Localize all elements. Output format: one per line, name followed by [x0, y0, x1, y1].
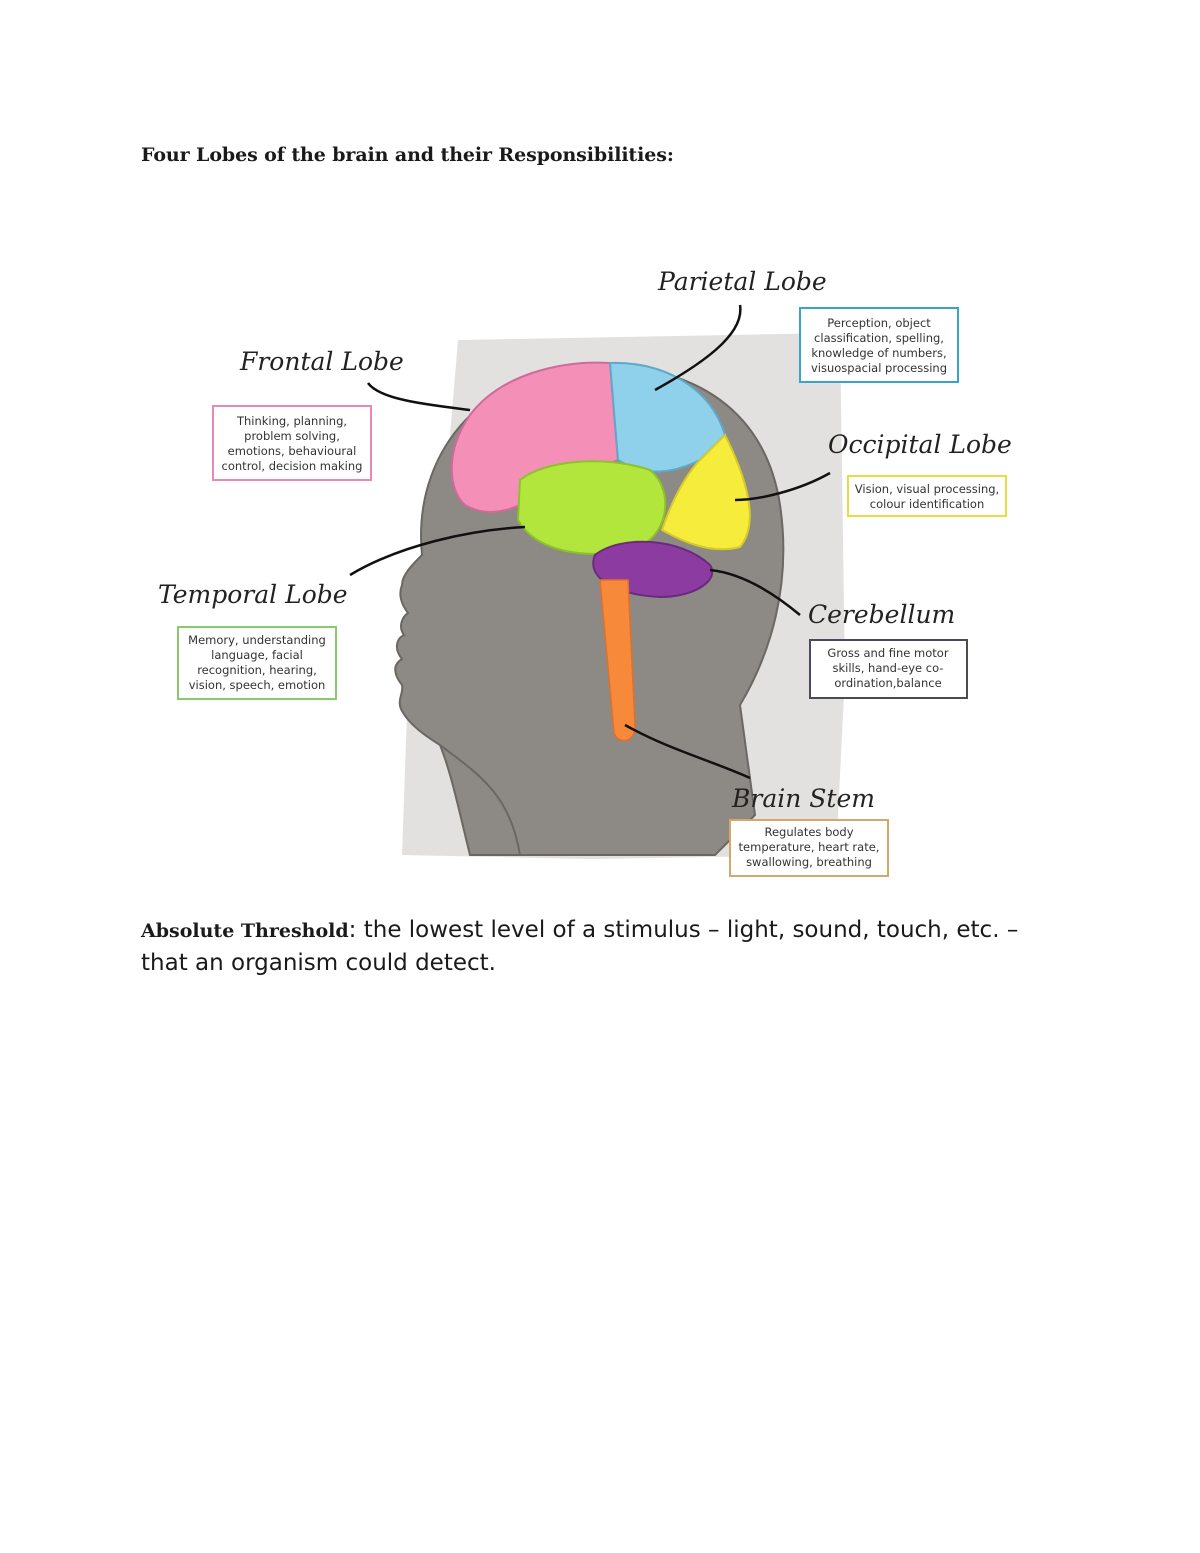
parietal-desc-line: visuospacial processing: [811, 361, 947, 375]
leader-line-parietal: [654, 304, 742, 392]
frontal-lobe-label: Frontal Lobe: [239, 347, 404, 376]
temporal-desc-line: language, facial: [211, 648, 303, 662]
brainstem-label: Brain Stem: [731, 784, 875, 813]
occipital-lobe-label: Occipital Lobe: [828, 430, 1012, 459]
leader-line-temporal: [349, 525, 526, 577]
definition-term: Absolute Threshold: [141, 920, 349, 942]
cerebellum-desc-line: ordination,balance: [834, 676, 941, 690]
cerebellum-desc-line: skills, hand-eye co-: [833, 661, 944, 675]
cerebellum-desc-line: Gross and fine motor: [827, 646, 948, 660]
temporal-desc-line: Memory, understanding: [188, 633, 326, 647]
frontal-desc-line: Thinking, planning,: [236, 414, 347, 428]
cerebellum-desc-box: Gross and fine motor skills, hand-eye co…: [809, 639, 968, 699]
temporal-desc-line: recognition, hearing,: [197, 663, 317, 677]
temporal-lobe-label: Temporal Lobe: [158, 580, 348, 609]
brainstem-shape: [599, 579, 636, 742]
frontal-desc-line: problem solving,: [244, 429, 340, 443]
occipital-desc-line: Vision, visual processing,: [855, 482, 999, 496]
parietal-desc-line: classification, spelling,: [814, 331, 944, 345]
definition-separator: :: [348, 917, 364, 943]
brainstem-desc-line: swallowing, breathing: [746, 855, 872, 869]
brainstem-desc-box: Regulates body temperature, heart rate, …: [729, 819, 889, 877]
definition-text: the lowest level of a stimulus – light, …: [141, 917, 1019, 976]
brainstem-desc-line: temperature, heart rate,: [739, 840, 880, 854]
frontal-desc-line: emotions, behavioural: [228, 444, 357, 458]
parietal-desc-line: Perception, object: [827, 316, 931, 330]
parietal-desc-line: knowledge of numbers,: [811, 346, 946, 360]
leader-line-cerebellum: [709, 568, 801, 616]
temporal-lobe-shape: [516, 460, 667, 555]
cerebellum-label: Cerebellum: [808, 600, 955, 629]
definition-paragraph: Absolute Threshold: the lowest level of …: [141, 914, 1041, 979]
leader-line-occipital: [734, 471, 831, 502]
occipital-lobe-shape: [660, 433, 751, 551]
frontal-desc-line: control, decision making: [222, 459, 363, 473]
occipital-desc-line: colour identification: [870, 497, 984, 511]
brain-lobes-diagram: Parietal Lobe Frontal Lobe Occipital Lob…: [140, 255, 1060, 885]
occipital-desc-box: Vision, visual processing, colour identi…: [847, 475, 1007, 517]
parietal-desc-box: Perception, object classification, spell…: [799, 307, 959, 383]
temporal-desc-box: Memory, understanding language, facial r…: [177, 626, 337, 700]
leader-line-frontal: [366, 382, 471, 412]
temporal-desc-line: vision, speech, emotion: [189, 678, 326, 692]
parietal-lobe-label: Parietal Lobe: [657, 267, 827, 296]
page-heading: Four Lobes of the brain and their Respon…: [141, 144, 674, 166]
frontal-desc-box: Thinking, planning, problem solving, emo…: [212, 405, 372, 481]
brainstem-desc-line: Regulates body: [764, 825, 853, 839]
leader-line-brainstem: [624, 723, 751, 780]
